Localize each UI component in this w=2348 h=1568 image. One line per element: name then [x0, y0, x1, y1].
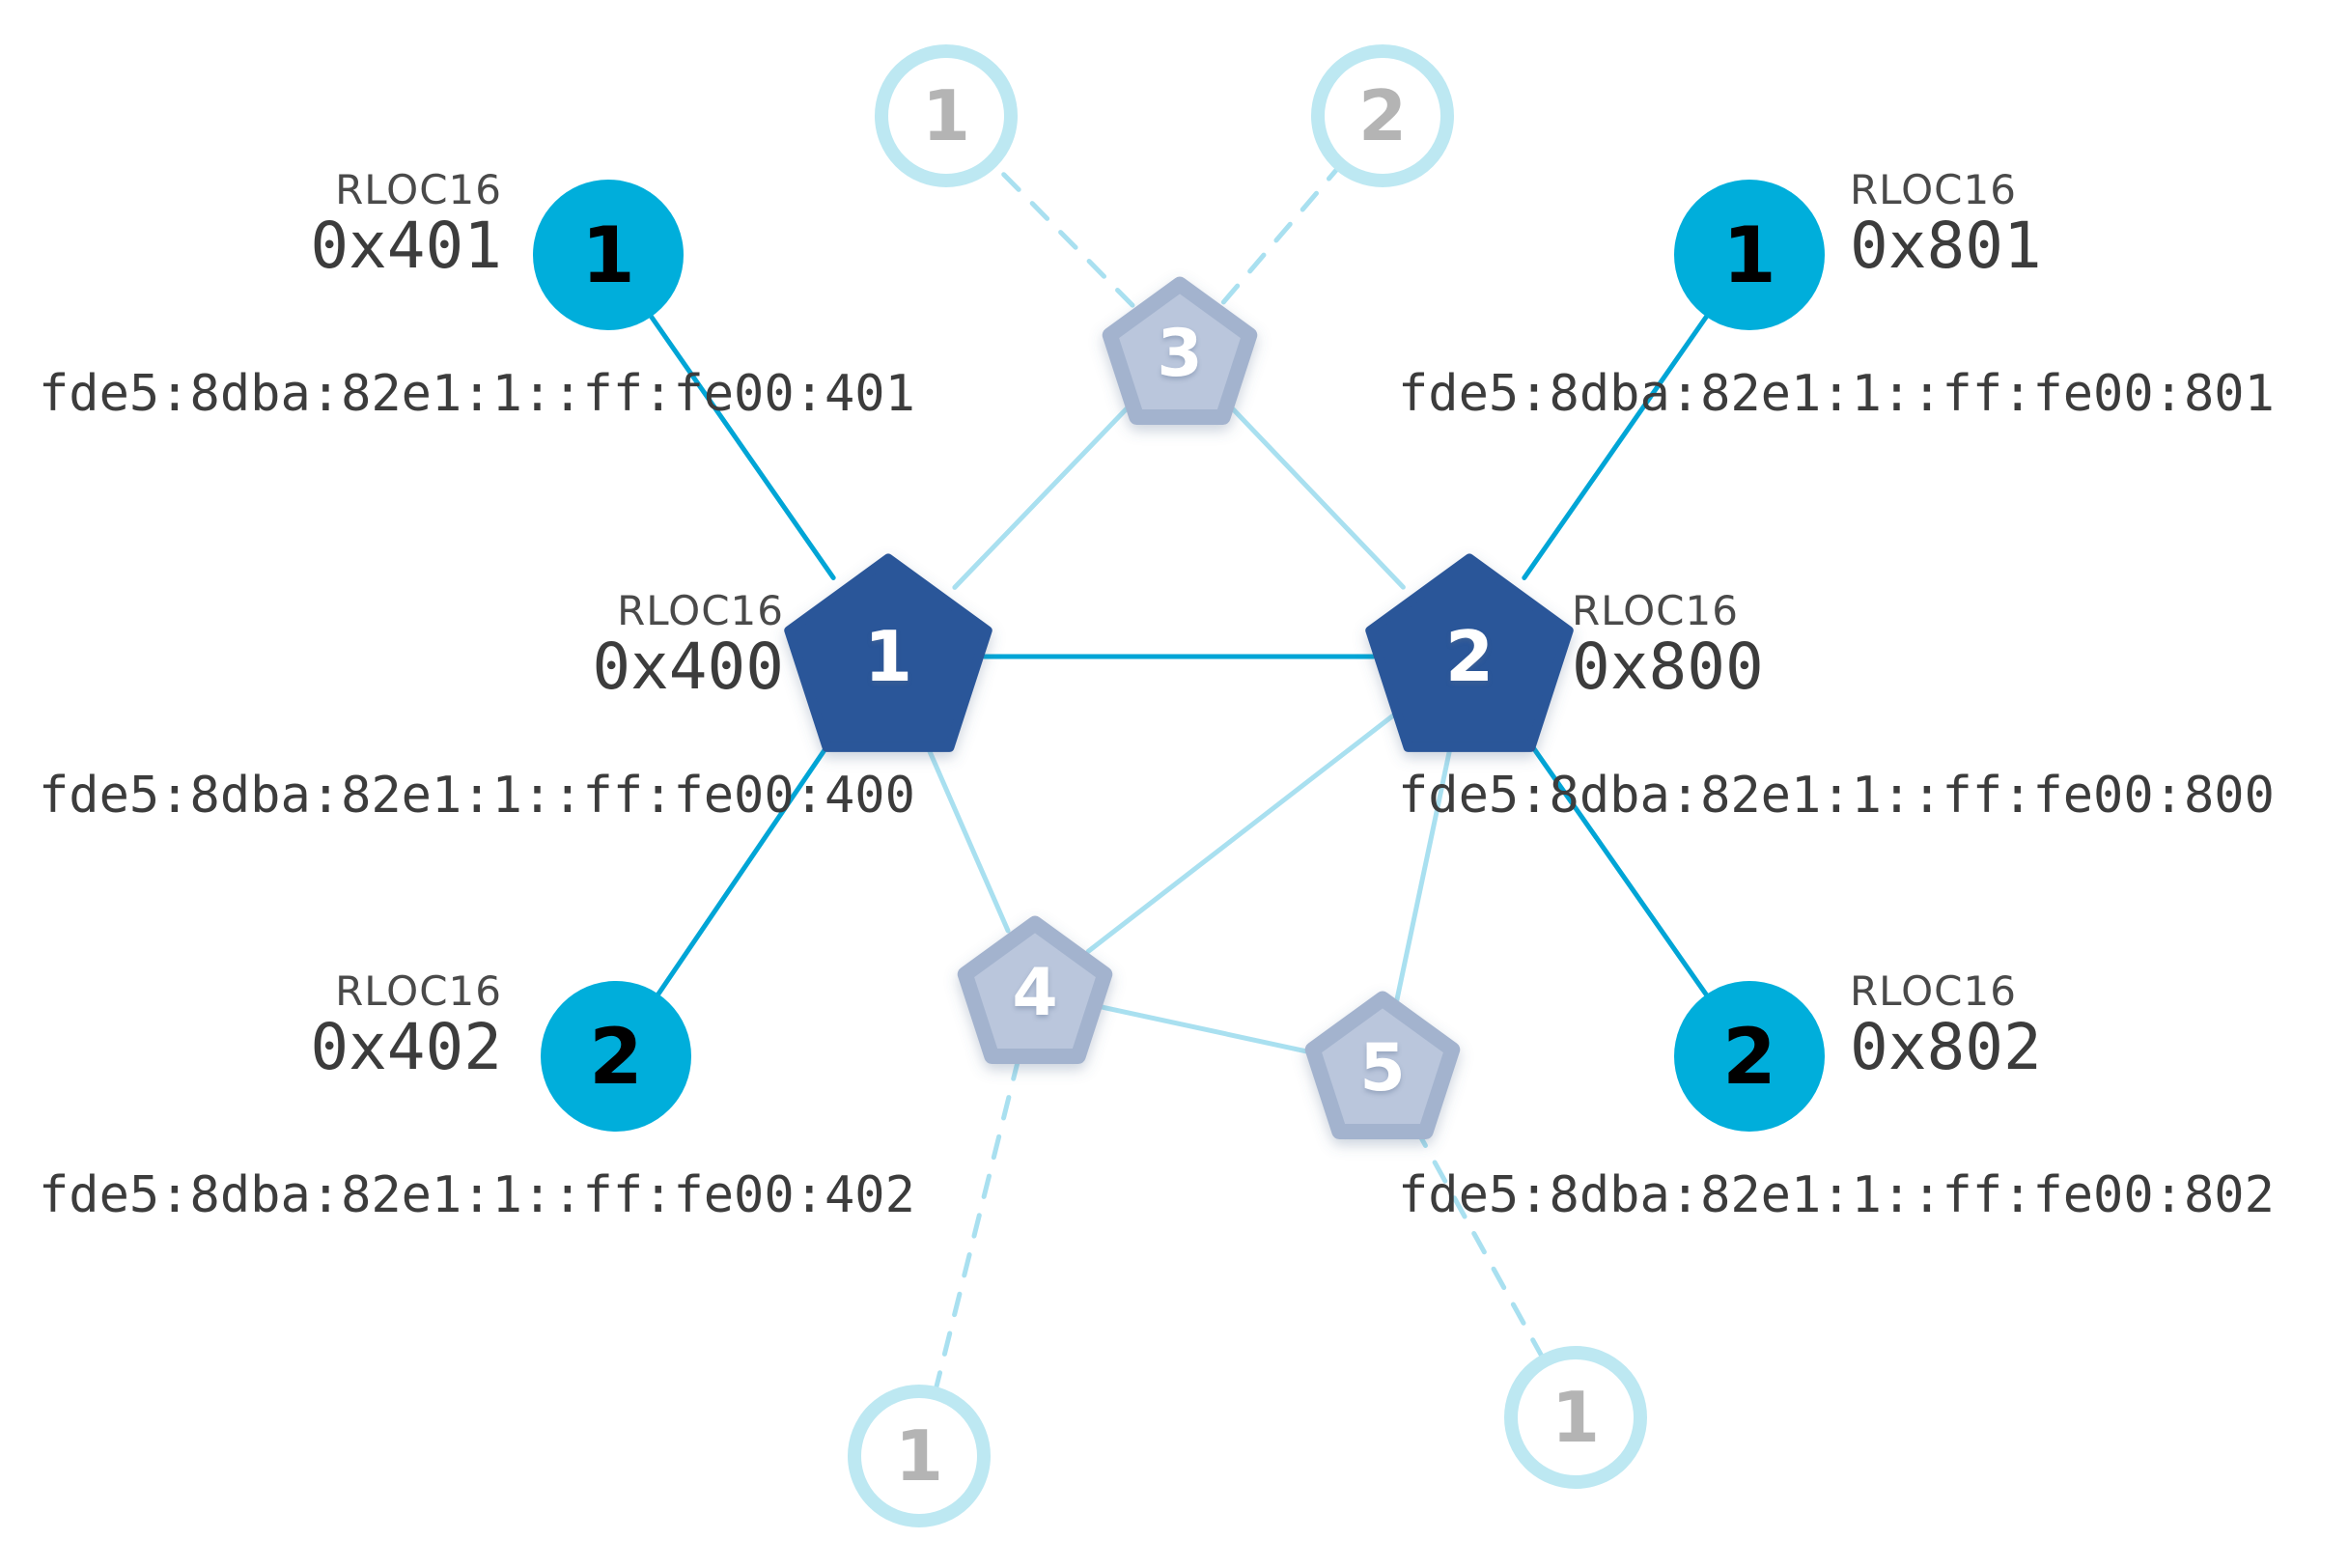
node-device-802[interactable]: 2: [1674, 981, 1825, 1132]
node-number: 1: [894, 1415, 944, 1497]
node-device-401[interactable]: 1: [533, 180, 684, 330]
pentagon-shape: [1365, 553, 1574, 752]
pentagon-shape: [1102, 276, 1258, 426]
pentagon-shape: [784, 553, 992, 752]
node-device-402[interactable]: 2: [541, 981, 691, 1132]
link-router-800-to-child-router-4: [1085, 713, 1396, 954]
node-device-801[interactable]: 1: [1674, 180, 1825, 330]
node-number: 2: [1722, 1011, 1776, 1102]
link-child-router-5-to-leaf-bottom-right: [1412, 1124, 1547, 1362]
link-child-router-3-to-leaf-top-left: [990, 160, 1135, 308]
rloc16-tag: RLOC16: [1850, 967, 2017, 1015]
link-device-401-to-router-400: [645, 309, 836, 580]
node-number: 2: [1357, 75, 1408, 156]
node-number: 1: [1551, 1377, 1601, 1458]
node-child-router-5[interactable]: 5: [1298, 983, 1468, 1153]
link-child-router-4-to-leaf-bottom-left: [933, 1055, 1021, 1395]
node-router-800[interactable]: 2: [1354, 541, 1585, 772]
node-number: 1: [581, 210, 635, 300]
node-leaf-bottom-right[interactable]: 1: [1504, 1346, 1647, 1489]
rloc16-value: 0x400: [592, 630, 784, 704]
node-child-router-4[interactable]: 4: [950, 908, 1120, 1078]
link-device-801-to-router-800: [1522, 309, 1713, 580]
rloc16-tag: RLOC16: [617, 587, 784, 634]
link-child-router-3-to-leaf-top-right: [1220, 163, 1343, 305]
link-router-400-to-child-router-3: [952, 399, 1136, 590]
ipv6-address-router-400: fde5:8dba:82e1:1::ff:fe00:400: [39, 767, 915, 825]
rloc16-value: 0x800: [1572, 630, 1764, 704]
ipv6-address-router-800: fde5:8dba:82e1:1::ff:fe00:800: [1398, 767, 2275, 825]
rloc16-value: 0x801: [1850, 209, 2042, 283]
rloc16-value: 0x802: [1850, 1010, 2042, 1084]
node-leaf-top-left[interactable]: 1: [875, 44, 1018, 187]
rloc16-tag: RLOC16: [335, 166, 502, 213]
ipv6-address-device-802: fde5:8dba:82e1:1::ff:fe00:802: [1398, 1166, 2275, 1224]
rloc16-value: 0x402: [310, 1010, 502, 1084]
node-number: 2: [589, 1011, 643, 1102]
node-number: 1: [1722, 210, 1776, 300]
ipv6-address-device-801: fde5:8dba:82e1:1::ff:fe00:801: [1398, 365, 2275, 423]
link-router-800-to-child-router-5: [1393, 747, 1452, 1005]
link-router-400-to-child-router-4: [924, 742, 1011, 934]
node-router-400[interactable]: 1: [772, 541, 1004, 772]
rloc16-tag: RLOC16: [335, 967, 502, 1015]
pentagon-shape: [957, 915, 1113, 1065]
pentagon-shape: [1304, 991, 1461, 1140]
node-leaf-bottom-left[interactable]: 1: [848, 1385, 991, 1527]
ipv6-address-device-402: fde5:8dba:82e1:1::ff:fe00:402: [39, 1166, 915, 1224]
link-device-802-to-router-800: [1522, 732, 1713, 1002]
link-child-router-4-to-child-router-5: [1098, 1004, 1320, 1056]
rloc16-tag: RLOC16: [1850, 166, 2017, 213]
node-number: 1: [921, 75, 971, 156]
ipv6-address-device-401: fde5:8dba:82e1:1::ff:fe00:401: [39, 365, 915, 423]
node-child-router-3[interactable]: 3: [1095, 268, 1265, 438]
rloc16-value: 0x401: [310, 209, 502, 283]
link-router-800-to-child-router-3: [1223, 400, 1406, 590]
rloc16-tag: RLOC16: [1572, 587, 1739, 634]
node-leaf-top-right[interactable]: 2: [1311, 44, 1454, 187]
link-device-402-to-router-400: [652, 733, 837, 1002]
